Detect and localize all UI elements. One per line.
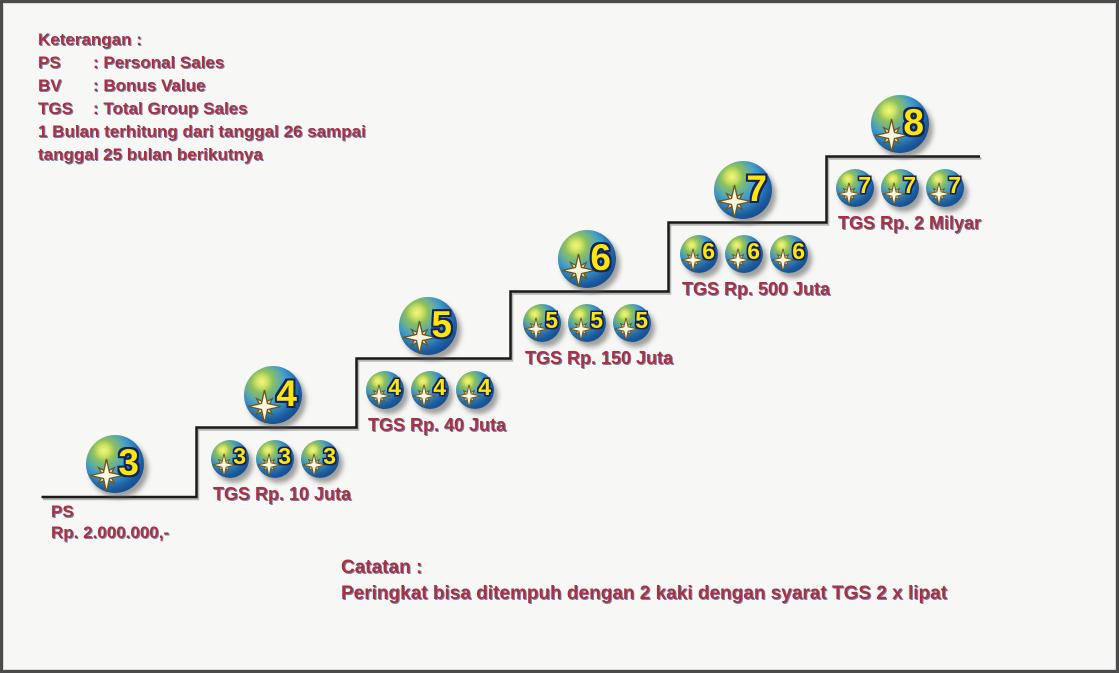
leg-ball-number: 7 [903, 172, 916, 198]
level-ball-6: 6 [558, 230, 616, 288]
legend-abbr: TGS [38, 99, 73, 118]
requirement-group-level4: 3 3 3 TGS Rp. 10 Juta [211, 440, 351, 505]
level-ball-5: 5 [399, 297, 457, 355]
leg-ball: 4 [411, 371, 449, 409]
legend-note-line2: tanggal 25 bulan berikutnya [38, 145, 263, 164]
leg-ball-number: 6 [792, 238, 805, 264]
leg-ball-number: 3 [233, 443, 246, 469]
ps-amount: Rp. 2.000.000,- [51, 523, 170, 542]
leg-ball-row: 3 3 3 [211, 440, 351, 478]
catatan-text: Peringkat bisa ditempuh dengan 2 kaki de… [341, 583, 948, 604]
leg-ball-number: 3 [278, 443, 291, 469]
leg-ball-row: 5 5 5 [523, 304, 673, 342]
leg-ball-row: 6 6 6 [680, 235, 830, 273]
legend-desc: : Personal Sales [93, 53, 225, 72]
requirement-group-level8: 7 7 7 TGS Rp. 2 Milyar [836, 169, 981, 234]
legend-desc: : Total Group Sales [93, 99, 248, 118]
leg-ball-number: 4 [478, 374, 491, 400]
leg-ball: 3 [301, 440, 339, 478]
leg-ball: 4 [456, 371, 494, 409]
legend-abbr: PS [38, 53, 61, 72]
leg-ball: 3 [256, 440, 294, 478]
staircase-line [41, 155, 982, 501]
leg-ball-row: 7 7 7 [836, 169, 981, 207]
leg-ball: 7 [881, 169, 919, 207]
legend-item-bv: BV : Bonus Value [38, 74, 366, 97]
leg-ball: 3 [211, 440, 249, 478]
leg-ball-number: 3 [323, 443, 336, 469]
requirement-group-level7: 6 6 6 TGS Rp. 500 Juta [680, 235, 830, 300]
tgs-label: TGS Rp. 40 Juta [368, 415, 507, 435]
level-ball-3: 3 [86, 435, 144, 493]
leg-ball: 5 [523, 304, 561, 342]
legend-abbr: BV [38, 76, 62, 95]
tgs-label: TGS Rp. 500 Juta [682, 279, 831, 299]
level-ball-number: 4 [276, 373, 297, 414]
leg-ball: 7 [926, 169, 964, 207]
leg-ball: 6 [770, 235, 808, 273]
level-ball-number: 7 [746, 168, 767, 209]
tgs-label: TGS Rp. 150 Juta [525, 348, 674, 368]
level-ball-number: 3 [118, 442, 139, 483]
legend-desc: : Bonus Value [93, 76, 206, 95]
leg-ball: 5 [613, 304, 651, 342]
level-ball-8: 8 [871, 95, 929, 153]
leg-ball: 6 [680, 235, 718, 273]
legend-title: Keterangan : [38, 30, 142, 49]
level-ball-number: 8 [903, 102, 924, 143]
leg-ball: 7 [836, 169, 874, 207]
legend-item-tgs: TGS : Total Group Sales [38, 97, 366, 120]
tgs-label: TGS Rp. 2 Milyar [838, 213, 982, 233]
legend-item-ps: PS : Personal Sales [38, 51, 366, 74]
leg-ball-number: 7 [858, 172, 871, 198]
level-ball-number: 5 [431, 304, 452, 345]
leg-ball-number: 6 [702, 238, 715, 264]
tgs-label: TGS Rp. 10 Juta [213, 484, 352, 504]
leg-ball-number: 5 [545, 307, 558, 333]
requirement-group-level5: 4 4 4 TGS Rp. 40 Juta [366, 371, 506, 436]
legend: Keterangan : PS : Personal Sales BV : Bonu… [38, 28, 366, 166]
catatan-title: Catatan : [341, 557, 423, 578]
level-ball-4: 4 [244, 366, 302, 424]
leg-ball-number: 5 [590, 307, 603, 333]
leg-ball: 5 [568, 304, 606, 342]
catatan-block: Catatan : Peringkat bisa ditempuh dengan… [341, 555, 947, 607]
leg-ball-number: 4 [433, 374, 446, 400]
level-ball-7: 7 [714, 161, 772, 219]
leg-ball-number: 7 [948, 172, 961, 198]
leg-ball: 4 [366, 371, 404, 409]
legend-note-line1: 1 Bulan terhitung dari tanggal 26 sampai [38, 122, 366, 141]
requirement-group-level6: 5 5 5 TGS Rp. 150 Juta [523, 304, 673, 369]
leg-ball-number: 6 [747, 238, 760, 264]
level-ball-number: 6 [590, 237, 611, 278]
ps-label: PS [51, 502, 74, 521]
leg-ball-number: 4 [388, 374, 401, 400]
ps-start-block: PS Rp. 2.000.000,- [51, 501, 169, 543]
leg-ball-row: 4 4 4 [366, 371, 506, 409]
leg-ball: 6 [725, 235, 763, 273]
leg-ball-number: 5 [635, 307, 648, 333]
